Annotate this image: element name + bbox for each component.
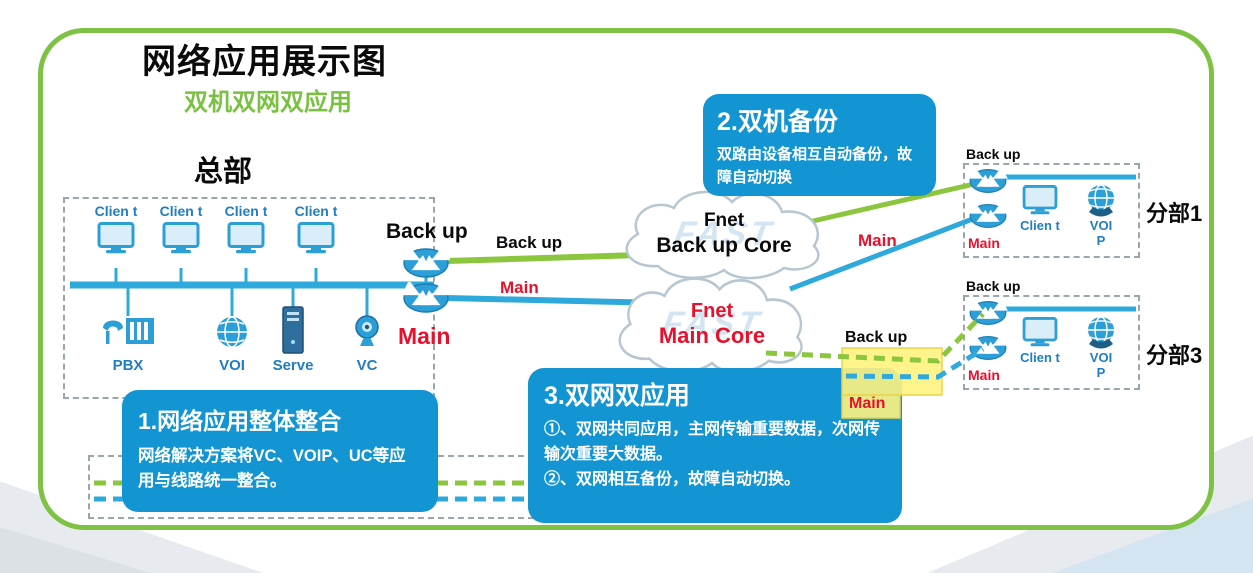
- hq-client-4: Clien t: [294, 203, 338, 254]
- hq-client-3: Clien t: [224, 203, 268, 254]
- computer-icon: [297, 221, 335, 254]
- client-label: Clien t: [159, 203, 203, 219]
- branch3-client-label: Clien t: [1020, 350, 1060, 365]
- callout-2-title: 2.双机备份: [717, 108, 838, 136]
- hq-client-1: Clien t: [94, 203, 138, 254]
- computer-icon: [227, 221, 265, 254]
- hq-client-2: Clien t: [159, 203, 203, 254]
- vc-label: VC: [356, 357, 378, 374]
- page-subtitle: 双机双网双应用: [184, 89, 352, 116]
- router-icon-branch3-main: [968, 335, 1008, 361]
- callout-1-title: 1.网络应用整体整合: [138, 408, 342, 434]
- router-icon-hq-backup: [402, 247, 450, 279]
- callout-1-integration: 1.网络应用整体整合 网络解决方案将VC、VOIP、UC等应用与线路统一整合。: [122, 390, 438, 512]
- callout-1-body: 网络解决方案将VC、VOIP、UC等应用与线路统一整合。: [138, 447, 406, 490]
- branch1-client-label: Clien t: [1020, 218, 1060, 233]
- branch1-name: 分部1: [1146, 201, 1203, 226]
- main-cloud-name: Fnet: [690, 299, 734, 322]
- hq-title: 总部: [194, 156, 253, 188]
- computer-icon: [162, 221, 200, 254]
- callout-2-body: 双路由设备相互自动备份，故障自动切换: [717, 146, 913, 187]
- client-label: Clien t: [224, 203, 268, 219]
- branch3-main-label: Main: [968, 367, 1000, 383]
- computer-icon: [97, 221, 135, 254]
- voip-phone-icon-branch3: [1083, 315, 1119, 351]
- main-cloud-label: Main Core: [658, 322, 766, 348]
- video-camera-icon: [348, 314, 386, 348]
- pbx-label: PBX: [112, 357, 144, 374]
- branch1-main-label: Main: [968, 235, 1000, 251]
- branch3-backup-link-label: Back up: [845, 329, 908, 346]
- computer-icon-branch3: [1022, 317, 1058, 347]
- backup-cloud-label: Back up Core: [656, 233, 792, 257]
- backup-cloud-name: Fnet: [703, 210, 745, 231]
- pbx-icon: [100, 314, 156, 350]
- backup-link-label: Back up: [496, 233, 563, 252]
- router-icon-branch3-backup: [968, 300, 1008, 326]
- main-core-cloud: FAST Fnet Main Core: [602, 272, 822, 376]
- callout-3-dual-network: 3.双网双应用 ①、双网共同应用，主网传输重要数据，次网传输次重要大数据。 ②、…: [528, 368, 902, 523]
- client-label: Clien t: [94, 203, 138, 219]
- router-icon-branch1-main: [968, 203, 1008, 229]
- voip-phone-icon-branch1: [1083, 183, 1119, 219]
- router-icon-branch1-backup: [968, 168, 1008, 194]
- callout-2-dual-router-backup: 2.双机备份 双路由设备相互自动备份，故障自动切换: [703, 94, 936, 196]
- voip-globe-icon: [214, 314, 250, 350]
- router-icon-hq-main: [402, 282, 450, 314]
- server-label: Serve: [272, 357, 314, 374]
- branch3-name: 分部3: [1146, 343, 1203, 368]
- backup-core-cloud: FAST Fnet Back up Core: [608, 186, 840, 282]
- callout-3-body-line1: ①、双网共同应用，主网传输重要数据，次网传输次重要大数据。: [544, 421, 881, 463]
- branch1-main-link-label: Main: [858, 231, 897, 250]
- hq-router-backup-label: Back up: [386, 220, 468, 243]
- hq-router-main-label: Main: [398, 323, 451, 349]
- voip-label: VOI: [219, 357, 245, 374]
- page-title: 网络应用展示图: [142, 43, 387, 81]
- callout-3-body-line2: ②、双网相互备份，故障自动切换。: [544, 470, 801, 488]
- branch3-main-link-label: Main: [849, 395, 886, 412]
- callout-3-title: 3.双网双应用: [544, 382, 690, 410]
- branch1-backup-label: Back up: [966, 146, 1021, 162]
- branch3-voip-label: VOI P: [1089, 350, 1113, 381]
- main-link-label: Main: [500, 278, 539, 297]
- client-label: Clien t: [294, 203, 338, 219]
- branch3-backup-label: Back up: [966, 278, 1021, 294]
- branch1-voip-label: VOI P: [1089, 218, 1113, 249]
- computer-icon-branch1: [1022, 185, 1058, 215]
- server-icon: [281, 306, 305, 354]
